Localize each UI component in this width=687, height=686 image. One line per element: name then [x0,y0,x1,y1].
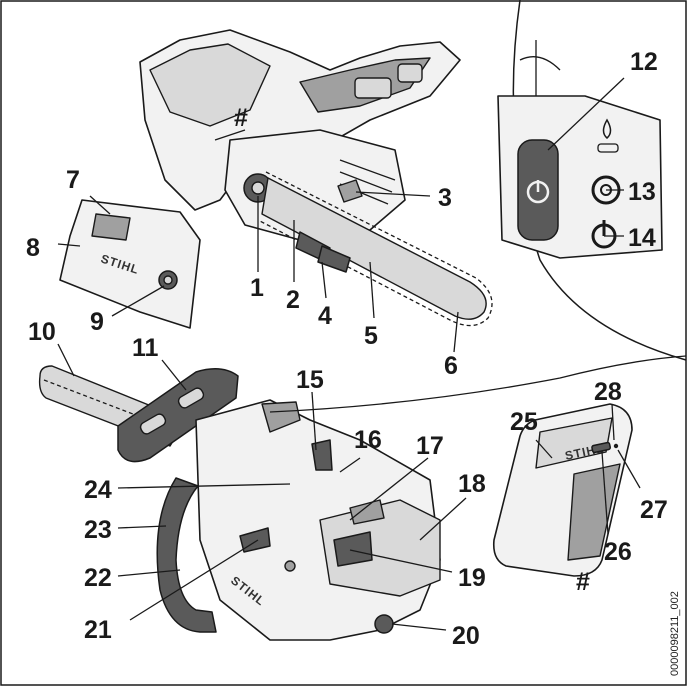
chainsaw-side-view: STIHL [38,365,441,641]
rear-handle-grip [311,439,333,471]
callout-27: 27 [640,496,668,524]
callout-8: 8 [26,234,40,262]
callout-19: 19 [458,564,486,592]
saw-chain [257,171,493,327]
handle-slot-1 [354,77,392,99]
inset-boundary [512,0,687,361]
housing-screw [284,560,296,572]
chainsaw-top-view [139,29,493,327]
callout-hash-top: # [234,104,248,132]
callout-20: 20 [452,622,480,650]
callout-28: 28 [594,378,622,406]
handle-grip-top [149,43,271,127]
callout-16: 16 [354,426,382,454]
cover-nut-center [163,275,173,285]
callout-23: 23 [84,516,112,544]
battery-led [613,443,619,449]
callout-15: 15 [296,366,324,394]
callout-labels: # 1 2 3 4 5 6 7 8 9 10 11 12 13 14 15 16… [26,48,668,650]
tensioner-cap [261,401,301,433]
callout-17: 17 [416,432,444,460]
hand-guard-slot-2 [177,387,205,409]
oil-tank-cap [337,179,363,203]
power-button-icon [526,180,550,204]
callout-4: 4 [318,302,332,330]
bar-nut [317,245,351,273]
guide-bar [261,177,487,320]
leader-lines [57,77,641,631]
callout-26: 26 [604,538,632,566]
callout-5: 5 [364,322,378,350]
battery-top [535,417,613,469]
inset-housing-edge [519,40,561,96]
sprocket-hub [251,181,265,195]
callout-3: 3 [438,184,452,212]
callout-1: 1 [250,274,264,302]
cover-tab [91,213,131,241]
figure-id: 0000098211_002 [669,591,681,676]
callout-14: 14 [628,224,656,252]
battery-side-panel [567,463,621,561]
battery-charge-indicator [591,441,612,454]
inset-pointer-line [269,355,687,413]
battery-pack: STIHL [492,403,633,577]
callout-24: 24 [84,476,112,504]
release-button [333,531,373,567]
callout-hash-battery: # [576,568,590,596]
hand-guard-slot-1 [139,413,167,435]
callout-9: 9 [90,308,104,336]
battery-compartment [319,499,441,597]
callout-22: 22 [84,564,112,592]
hand-guard [117,368,239,463]
callout-13: 13 [628,178,656,206]
callout-10: 10 [28,318,56,346]
callout-21: 21 [84,616,112,644]
handle-slot-2 [397,63,423,83]
callout-12: 12 [630,48,658,76]
lanyard-eyelet [374,614,394,634]
callout-18: 18 [458,470,486,498]
callout-25: 25 [510,408,538,436]
chain-oil-drop-icon [597,118,619,153]
callout-7: 7 [66,166,80,194]
sprocket-cover: STIHL [59,199,201,329]
callout-2: 2 [286,286,300,314]
callout-11: 11 [132,334,159,362]
callout-6: 6 [444,352,458,380]
